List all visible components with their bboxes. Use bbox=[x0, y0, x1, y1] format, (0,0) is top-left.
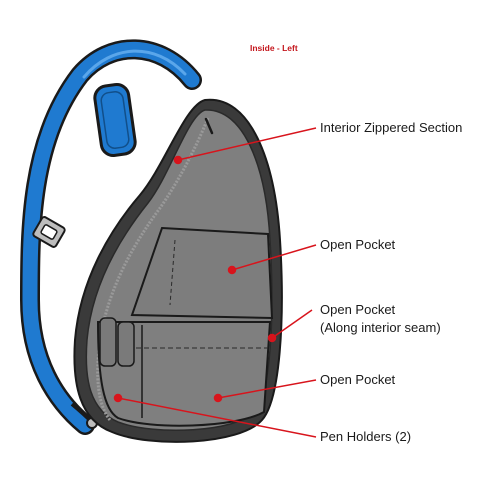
label-pen-holders: Pen Holders (2) bbox=[320, 429, 412, 444]
leader-dot-pocket-lower bbox=[213, 393, 223, 403]
pen-holders bbox=[99, 317, 135, 367]
strap-fill bbox=[22, 41, 200, 433]
zipper-pull bbox=[204, 117, 214, 135]
upper-pocket bbox=[130, 226, 274, 320]
leader-line-pocket-lower bbox=[217, 379, 317, 399]
label-open-pocket-seam-line1: Open Pocket bbox=[320, 302, 396, 317]
leader-line-pocket-seam bbox=[271, 309, 313, 339]
diagram-title: Inside - Left bbox=[250, 43, 298, 53]
label-open-pocket-seam-line2: (Along interior seam) bbox=[320, 320, 441, 335]
strap-highlight bbox=[82, 49, 187, 79]
lower-pocket bbox=[96, 321, 272, 427]
leader-dot-pocket-upper bbox=[227, 265, 237, 275]
strap-buckle bbox=[32, 216, 66, 248]
label-interior-zippered-section: Interior Zippered Section bbox=[320, 120, 463, 135]
leader-lines bbox=[113, 127, 317, 438]
label-open-pocket-upper: Open Pocket bbox=[320, 237, 396, 252]
shoulder-strap bbox=[19, 39, 202, 435]
label-open-pocket-lower: Open Pocket bbox=[320, 372, 396, 387]
leader-dot-pen-holders bbox=[113, 393, 123, 403]
leader-line-pocket-upper bbox=[231, 244, 317, 271]
leader-line-pen-holders bbox=[117, 397, 317, 438]
leader-dot-pocket-seam bbox=[267, 333, 277, 343]
leader-dot-zippered bbox=[173, 155, 183, 165]
leader-line-zippered bbox=[177, 127, 317, 161]
shoulder-pad bbox=[93, 83, 137, 157]
zipper-track bbox=[96, 117, 210, 421]
